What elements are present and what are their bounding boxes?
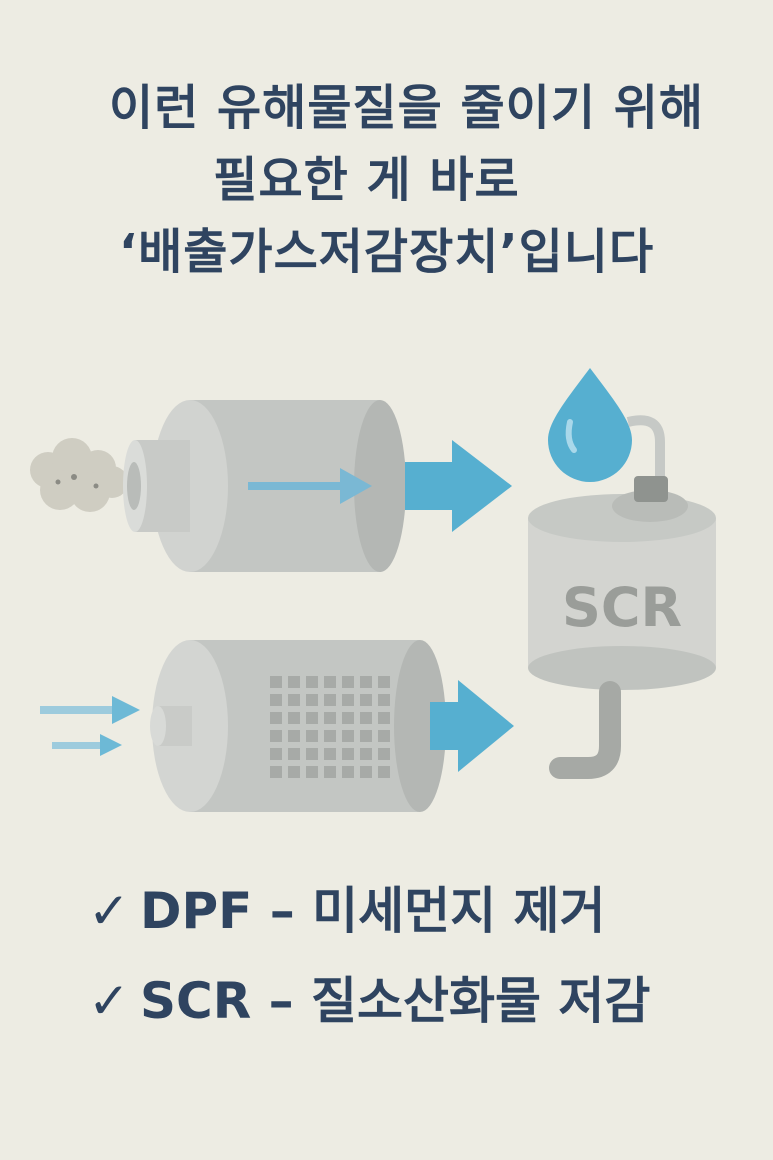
- checklist-item-scr: ✓SCR – 질소산화물 저감: [88, 956, 650, 1046]
- dpf-canister-top: [123, 400, 406, 572]
- headline-line-3: ‘배출가스저감장치’입니다: [118, 224, 655, 280]
- check-icon: ✓: [88, 972, 130, 1030]
- checklist-item-dpf: ✓DPF – 미세먼지 제거: [88, 866, 650, 956]
- emission-reduction-diagram: SCR: [30, 368, 716, 812]
- headline-line-2: 필요한 게 바로: [213, 152, 520, 208]
- checklist-item-text: SCR – 질소산화물 저감: [140, 972, 651, 1030]
- checklist-item-text: DPF – 미세먼지 제거: [140, 882, 606, 940]
- flow-arrow-top: [405, 440, 512, 532]
- scr-tank-label: SCR: [562, 576, 682, 639]
- headline-line-1: 이런 유해물질을 줄이기 위해: [108, 80, 705, 136]
- scr-tank: SCR: [528, 476, 716, 779]
- checklist: ✓DPF – 미세먼지 제거 ✓SCR – 질소산화물 저감: [88, 866, 650, 1046]
- intake-arrows-icon: [40, 696, 140, 756]
- flow-arrow-bottom: [430, 680, 514, 772]
- dpf-canister-bottom: [150, 640, 446, 812]
- filter-grid-icon: [270, 676, 390, 778]
- check-icon: ✓: [88, 882, 130, 940]
- headline: 이런 유해물질을 줄이기 위해 필요한 게 바로 ‘배출가스저감장치’입니다: [0, 72, 773, 288]
- urea-droplet-icon: [548, 368, 665, 490]
- smoke-cloud-icon: [30, 438, 128, 512]
